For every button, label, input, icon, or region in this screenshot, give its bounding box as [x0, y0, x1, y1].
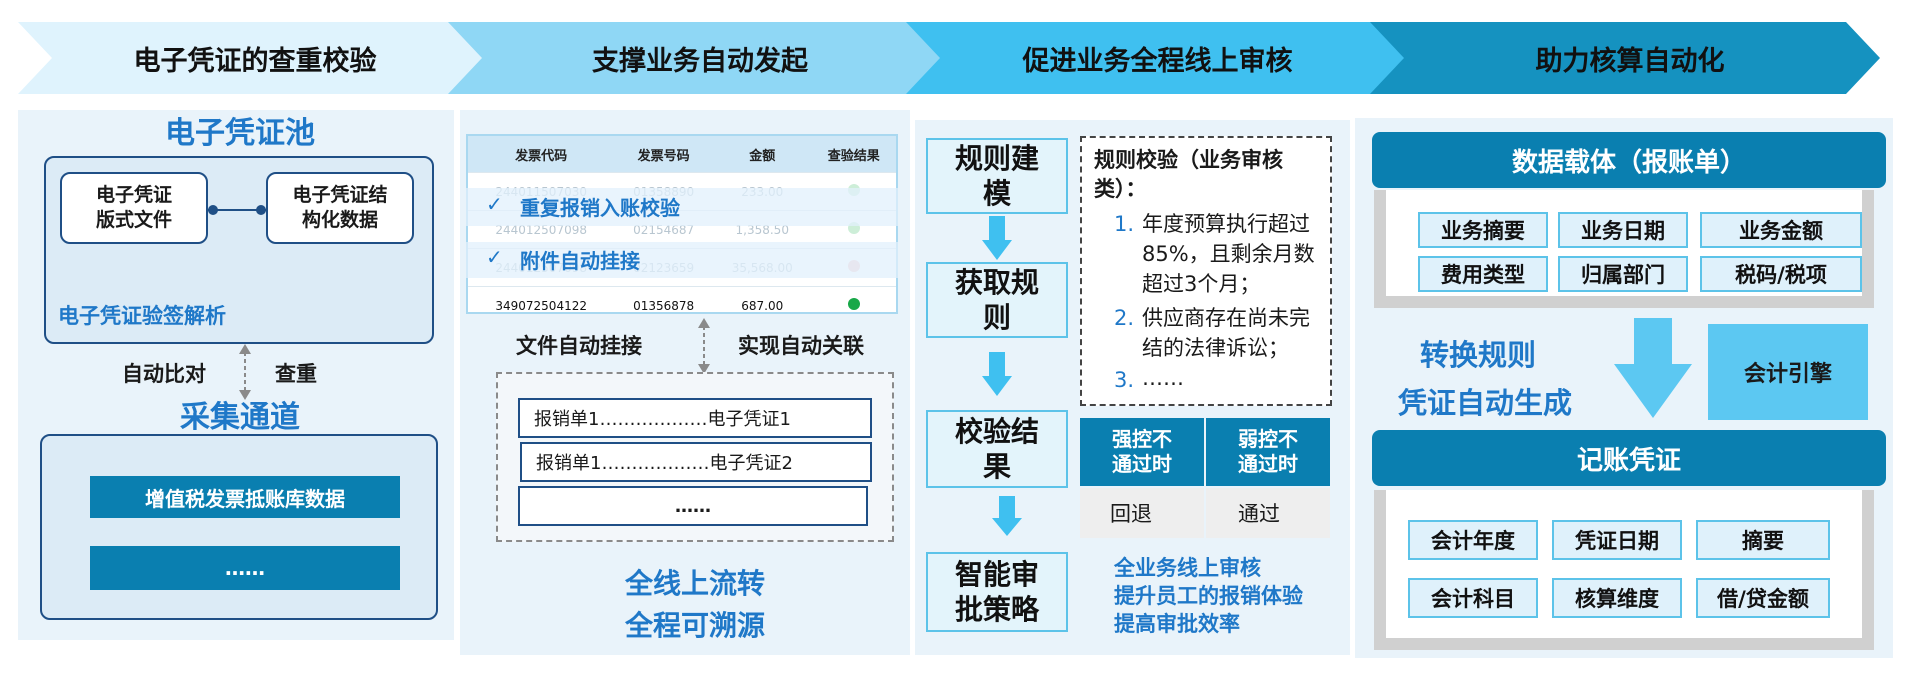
- header-arrows: [18, 22, 1880, 94]
- cell-code: 349072504122: [468, 286, 615, 324]
- bidirectional-arrow-1: [239, 344, 251, 400]
- overlay-band-2: [466, 242, 898, 278]
- structured-data-box: 电子凭证结 构化数据: [266, 172, 414, 244]
- rule-box: [1080, 136, 1332, 406]
- rule-text-2: 供应商存在尚未完结的法律诉讼；: [1142, 306, 1310, 360]
- col-header-number: 发票号码: [614, 136, 713, 173]
- carrier-field-4: 费用类型: [1418, 256, 1548, 292]
- voucher-field-4: 会计科目: [1408, 578, 1538, 618]
- auto-attach-label: 文件自动挂接: [516, 334, 642, 358]
- summary-line-3: 提高审批效率: [1114, 612, 1240, 636]
- convert-rule-label: 转换规则: [1420, 338, 1537, 372]
- rule-text-1: 年度预算执行超过85%，且剩余月数超过3个月；: [1142, 212, 1315, 296]
- header-arrow-1: [18, 22, 484, 94]
- strong-control-value: 回退: [1080, 488, 1204, 538]
- voucher-field-5: 核算维度: [1552, 578, 1682, 618]
- carrier-title: 数据载体（报账单）: [1372, 132, 1886, 188]
- step-smart-approval: 智能审 批策略: [926, 552, 1068, 632]
- col-header-code: 发票代码: [468, 136, 615, 173]
- connector-line: [208, 205, 266, 215]
- carrier-container: [1374, 190, 1874, 308]
- header-title-2: 支撑业务自动发起: [592, 45, 808, 77]
- bidirectional-arrow-2: [698, 318, 710, 374]
- invoice-table: 发票代码 发票号码 金额 查验结果 244011507030 01358890 …: [468, 136, 896, 324]
- cell-amount: 687.00: [712, 286, 812, 324]
- auto-voucher-label: 凭证自动生成: [1398, 386, 1573, 420]
- check-icon: ✓: [486, 245, 503, 269]
- accounting-engine: 会计引擎: [1708, 324, 1868, 420]
- overlay-band-1: [466, 188, 898, 226]
- voucher-container: [1374, 490, 1874, 650]
- rule-num-3: 3.: [1114, 368, 1135, 392]
- overlay-attach: 附件自动挂接: [520, 249, 640, 273]
- step-check-result: 校验结 果: [926, 410, 1068, 488]
- carrier-field-2: 业务日期: [1558, 212, 1688, 248]
- status-dot: [847, 298, 860, 310]
- header-arrow-3: [906, 22, 1406, 94]
- vat-data-bar: 增值税发票抵账库数据: [90, 476, 400, 518]
- weak-control-value: 通过: [1206, 488, 1330, 538]
- voucher-field-3: 摘要: [1696, 520, 1830, 560]
- compare-label: 自动比对: [122, 362, 206, 386]
- channel-container: [40, 434, 438, 620]
- footer-line-1: 全线上流转: [624, 567, 765, 600]
- dedupe-label: 查重: [275, 362, 317, 386]
- footer-line-2: 全程可溯源: [624, 609, 765, 642]
- rule-num-2: 2.: [1114, 306, 1135, 330]
- step-get-rules: 获取规 则: [926, 262, 1068, 338]
- rule-title: 规则校验（业务审核类）：: [1094, 148, 1283, 202]
- link-row-1: 报销单1………………电子凭证1: [518, 398, 872, 438]
- header-title-3: 促进业务全程线上审核: [1022, 45, 1293, 77]
- header-title-4: 助力核算自动化: [1535, 45, 1725, 77]
- carrier-field-6: 税码/税项: [1700, 256, 1862, 292]
- header-arrow-4: [1370, 22, 1880, 94]
- link-row-2: 报销单1………………电子凭证2: [520, 442, 872, 482]
- rule-num-1: 1.: [1114, 212, 1135, 236]
- voucher-field-2: 凭证日期: [1552, 520, 1682, 560]
- summary-line-2: 提升员工的报销体验: [1114, 584, 1303, 608]
- more-channel-bar: ……: [90, 546, 400, 590]
- voucher-field-6: 借/贷金额: [1696, 578, 1830, 618]
- check-icon: ✓: [486, 192, 503, 216]
- link-row-3: ……: [518, 486, 868, 526]
- down-arrow-3: [992, 496, 1022, 536]
- pool-title: 电子凭证池: [165, 116, 315, 151]
- big-down-arrow: [1614, 318, 1692, 418]
- parse-label: 电子凭证验签解析: [58, 304, 226, 328]
- channel-title: 采集通道: [180, 400, 300, 435]
- header-arrow-2: [448, 22, 942, 94]
- down-arrow-1: [982, 216, 1012, 260]
- summary-line-1: 全业务线上审核: [1114, 556, 1261, 580]
- cell-number: 01356878: [614, 286, 713, 324]
- header-title-1: 电子凭证的查重校验: [133, 45, 377, 77]
- carrier-field-1: 业务摘要: [1418, 212, 1548, 248]
- weak-control-header: 弱控不 通过时: [1206, 418, 1330, 486]
- carrier-field-5: 归属部门: [1558, 256, 1688, 292]
- overlay-dup-check: 重复报销入账校验: [520, 196, 680, 220]
- col-header-result: 查验结果: [811, 136, 896, 173]
- col-header-amount: 金额: [712, 136, 812, 173]
- voucher-title: 记账凭证: [1372, 430, 1886, 486]
- table-row: 349072504122 01356878 687.00: [468, 286, 896, 324]
- rule-text-3: ……: [1142, 366, 1184, 390]
- carrier-field-3: 业务金额: [1700, 212, 1862, 248]
- cell-result: [811, 286, 896, 324]
- down-arrow-2: [982, 352, 1012, 396]
- voucher-field-1: 会计年度: [1408, 520, 1538, 560]
- format-file-box: 电子凭证 版式文件: [60, 172, 208, 244]
- step-rule-modeling: 规则建 模: [926, 138, 1068, 214]
- auto-link-label: 实现自动关联: [738, 334, 864, 358]
- strong-control-header: 强控不 通过时: [1080, 418, 1204, 486]
